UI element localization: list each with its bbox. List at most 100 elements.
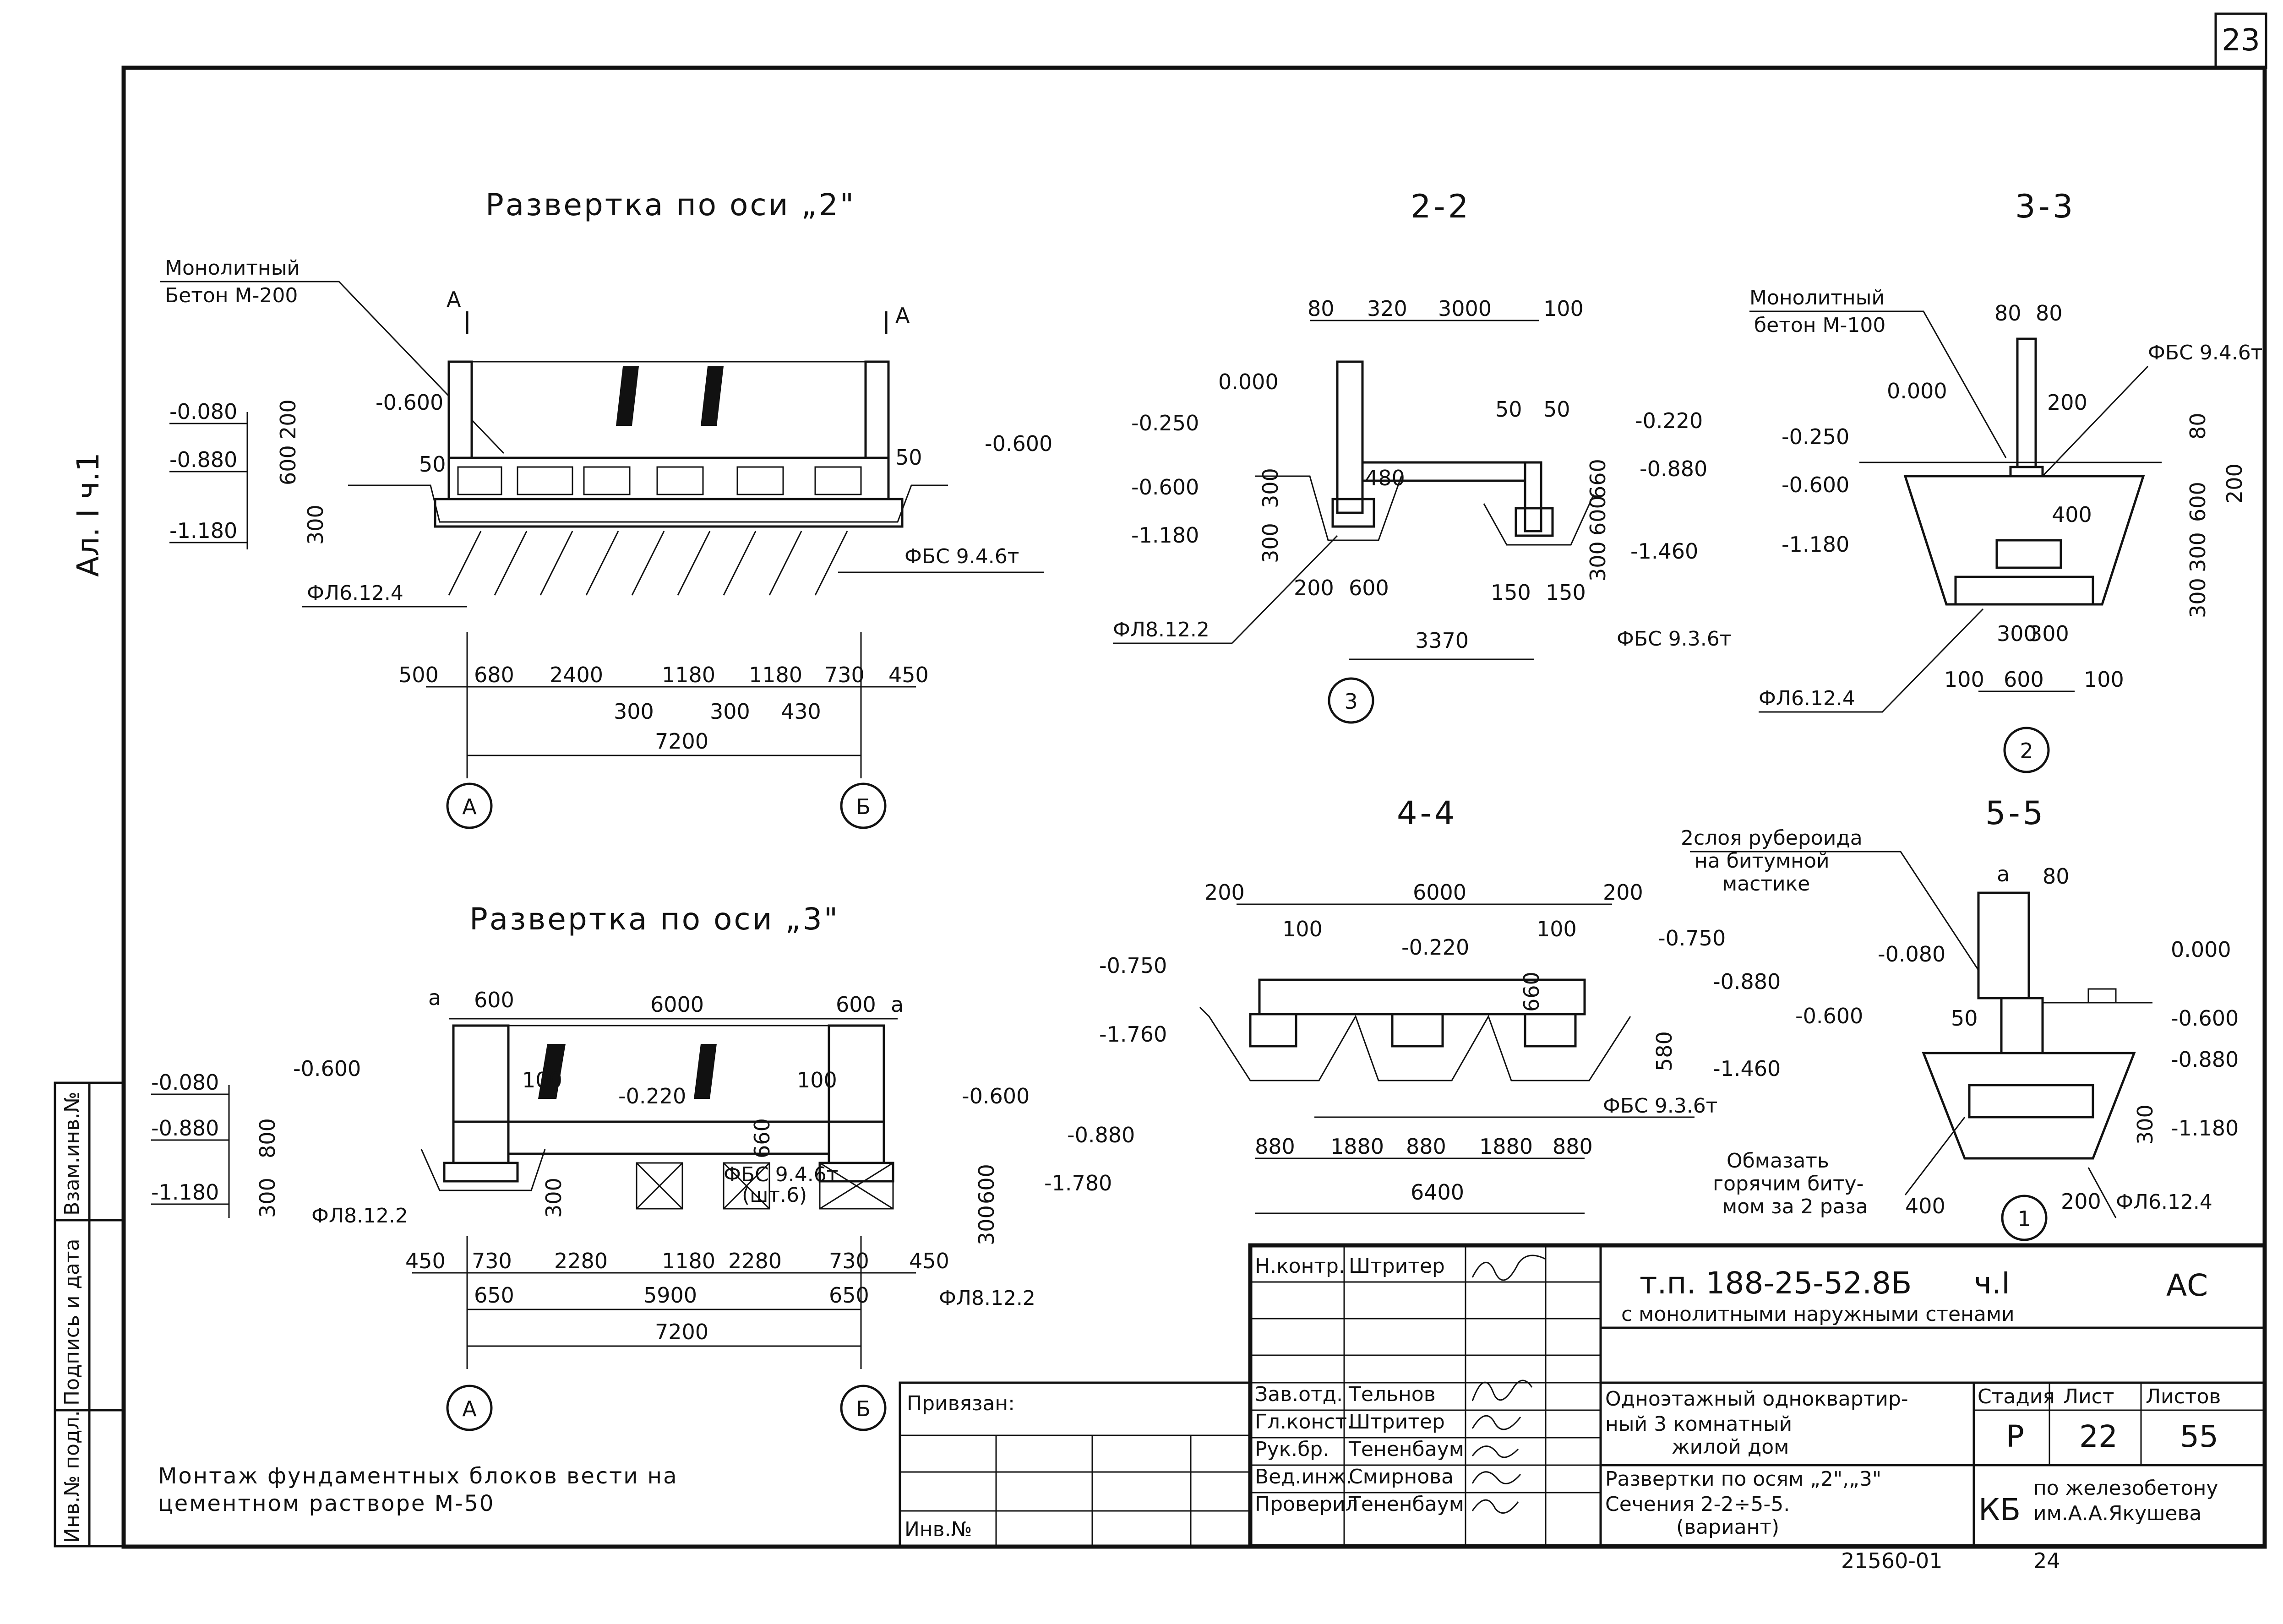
note-bitumen-3: мом за 2 раза [1722,1195,1868,1218]
section-3-3: 3-3 Монолитный бетон М-100 80 80 0.000 -… [1749,188,2262,773]
ground-slab [507,1120,830,1155]
small-dim: 480 [1365,466,1405,490]
small-dim: 100 [522,1068,562,1092]
level: -0.750 [1099,953,1167,978]
dim: 600 [474,988,514,1012]
axis-bubble [840,1385,887,1431]
dim: 430 [781,699,821,724]
small-dim: 600 [2185,482,2210,522]
wall-left [452,1024,510,1123]
dim: 2280 [728,1249,782,1273]
sheet-title-2: Сечения 2-2÷5-5. [1605,1493,1790,1516]
small-dim: 300 [2185,532,2210,572]
level: -1.460 [1713,1056,1781,1081]
material-note-2: бетон М-100 [1754,314,1885,337]
material-note-1: Монолитный [1749,286,1885,310]
axis-label: Б [856,794,871,819]
dim: 880 [1553,1134,1593,1159]
small-dim: 50 [1495,397,1522,422]
dim: 200 [1204,880,1245,905]
fbs-block-row [447,456,890,500]
dim: 80 [2043,864,2070,889]
small-dim: 300 [1258,523,1283,563]
wall [2016,337,2037,468]
dim: 450 [909,1249,949,1273]
role-name: Тененбаум [1348,1438,1464,1461]
role-label: Проверил [1255,1493,1358,1516]
doc-code: т.п. 188-25-52.8Б [1640,1266,1912,1301]
level: -0.600 [1782,473,1849,497]
small-dim: 300 [303,505,328,545]
small-dim: 80 [2185,413,2210,440]
privyazan-block: Привязан: Инв.№ [899,1381,1252,1548]
level: -0.600 [293,1056,361,1081]
small-dim: 50 [1951,1006,1978,1031]
level: -0.600 [1795,1004,1863,1028]
building-line-3: жилой дом [1672,1435,1789,1459]
dim: 1180 [662,663,715,687]
dim: 80 [1994,301,2021,326]
sheet-label: Лист [2063,1385,2114,1408]
dim: 300 [614,699,654,724]
role-name: Штритер [1349,1410,1445,1434]
axis-label: А [462,1396,477,1421]
dim: 730 [824,663,865,687]
left-stamp: Инв.№ подл. Подпись и дата Взам.инв.№ [54,1081,125,1548]
level: -0.080 [151,1070,219,1095]
dim: 2280 [554,1249,608,1273]
role-label: Вед.инж. [1255,1465,1352,1488]
small-dim: 50 [1543,397,1570,422]
view-axis-3-title: Развертка по оси „3" [469,902,839,937]
small-dim: 200 [2047,390,2087,415]
axis-label: 3 [1344,689,1357,714]
dim: 500 [398,663,439,687]
small-dim: 300 [541,1178,566,1218]
dim: 100 [1282,917,1323,941]
axis-label: 2 [2020,739,2033,763]
level: -0.880 [2171,1047,2239,1072]
dim: 880 [1255,1134,1295,1159]
dim: 6000 [650,992,704,1017]
role-name: Смирнова [1349,1465,1454,1488]
section-mark-a-left: А [447,287,461,312]
level: 0.000 [2171,937,2231,962]
dim: 730 [472,1249,512,1273]
note-ruberoid-2: на битумной [1695,849,1830,873]
foundation-slab [434,498,904,528]
dim: 80 [1308,296,1335,321]
small-dim: 660 [750,1118,774,1158]
dim: 80 [2036,301,2063,326]
small-dim: 300 [974,1205,999,1245]
dim: 2400 [550,663,603,687]
axis-bubble [2003,727,2050,773]
section-5-5: 5-5 2слоя рубероида на битумной мастике … [1681,794,2239,1241]
foundation-trench [1922,1052,2136,1160]
role-name: Тененбаум [1348,1493,1464,1516]
block-label: (шт.6) [742,1184,807,1207]
stamp-replace: Взам.инв.№ [60,1092,84,1216]
small-dim: 100 [797,1068,837,1092]
opening-mark [538,1044,566,1099]
view-axis-2-title: Развертка по оси „2" [485,187,855,223]
small-dim: 400 [1905,1194,1945,1218]
stamp-inv: Инв.№ подл. [60,1410,84,1543]
doc-part: ч.I [1974,1266,2010,1301]
level: -0.880 [169,447,237,472]
small-dim: 600 [276,445,300,485]
level: -0.250 [1782,424,1849,449]
section-2-2: 2-2 80 320 3000 100 480 50 50 0.000 -0.2… [1113,188,1731,724]
block-label: ФЛ8.12.2 [939,1287,1035,1310]
level: -0.220 [618,1084,686,1108]
level: -0.600 [376,390,443,415]
dim-total: 7200 [655,729,708,754]
dim: а [891,992,904,1017]
view-axis-2-note-1: Монолитный [165,256,300,280]
building-line-2: ный 3 комнатный [1605,1412,1792,1436]
page-number: 23 [2222,22,2260,58]
dim: 650 [474,1283,514,1308]
privyazan-label: Привязан: [907,1392,1015,1415]
view-axis-3: Развертка по оси „3" а 600 6000 600 а -0… [151,902,1135,1431]
small-dim: 50 [419,452,446,477]
block-label-fl: ФЛ6.12.4 [307,581,403,605]
level: -1.180 [1782,532,1849,557]
